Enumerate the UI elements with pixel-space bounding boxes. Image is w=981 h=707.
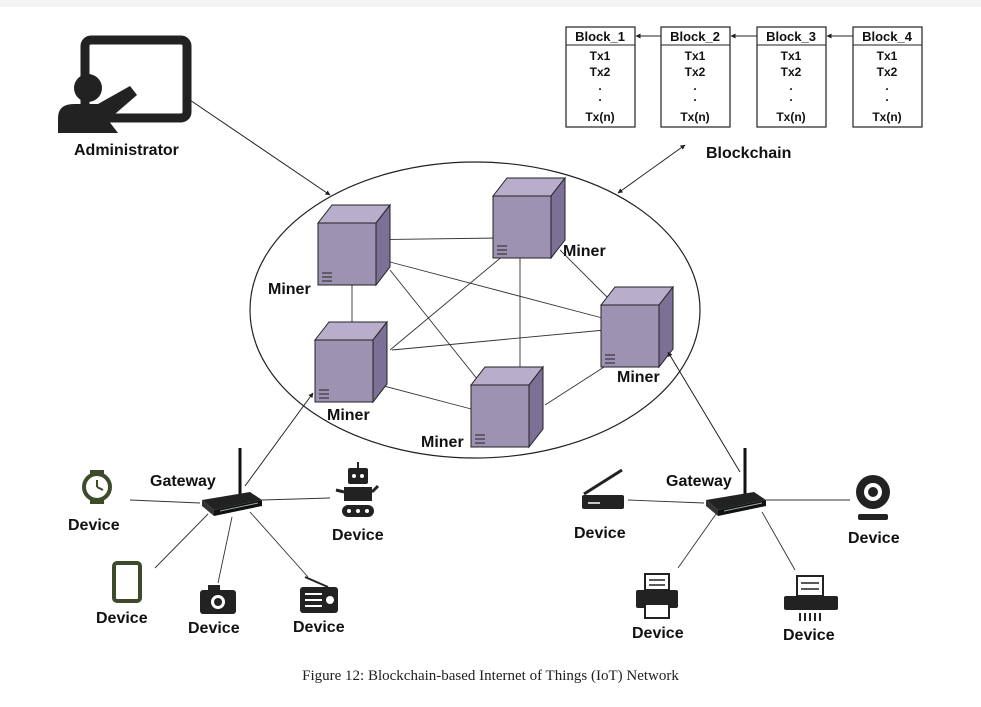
admin-network-link: [183, 95, 331, 196]
device-label-printer: Device: [632, 625, 684, 642]
block-tx: .: [885, 90, 888, 104]
device-label-camera: Device: [188, 620, 240, 637]
device-label-webcam: Device: [848, 530, 900, 547]
block-tx: .: [885, 79, 888, 93]
router-icon: [202, 448, 262, 516]
device-label-fax: Device: [783, 627, 835, 644]
miner-mesh-links: [351, 237, 616, 411]
block-tx: Tx(n): [776, 110, 805, 124]
block-tx: Tx1: [877, 49, 898, 63]
gateway-right-uplink: [667, 351, 741, 473]
block-title: Block_4: [862, 29, 913, 44]
radio-icon: [300, 576, 338, 613]
block-tx: Tx2: [877, 65, 898, 79]
printer-icon: [636, 573, 678, 619]
blockchain-label: Blockchain: [706, 145, 791, 162]
block-tx: Tx(n): [680, 110, 709, 124]
figure-caption: Figure 12: Blockchain-based Internet of …: [302, 668, 679, 684]
block-tx: Tx1: [685, 49, 706, 63]
miner-server-1: [316, 203, 392, 287]
block-4: Block_4 Tx1 Tx2 . . Tx(n): [852, 26, 923, 128]
block-title: Block_3: [766, 29, 816, 44]
scanner-icon: [582, 468, 624, 509]
miner-label-4: Miner: [327, 407, 370, 424]
block-tx: Tx2: [781, 65, 802, 79]
gateway-left-uplink: [244, 392, 314, 487]
block-tx: .: [693, 90, 696, 104]
device-label-scanner: Device: [574, 525, 626, 542]
block-tx: .: [598, 79, 601, 93]
miner-label-5: Miner: [421, 434, 464, 451]
device-label-phone: Device: [96, 610, 148, 627]
block-tx: .: [789, 90, 792, 104]
gateway-left-links: [129, 497, 331, 584]
block-2: Block_2 Tx1 Tx2 . . Tx(n): [660, 26, 731, 128]
block-tx: Tx2: [685, 65, 706, 79]
camera-icon: [200, 585, 236, 614]
device-label-radio: Device: [293, 619, 345, 636]
block-tx: Tx2: [590, 65, 611, 79]
watch-icon: [82, 470, 112, 504]
block-tx: .: [598, 90, 601, 104]
presenter-board-icon: [58, 35, 192, 133]
blockchain-network-link: [617, 144, 686, 194]
miner-server-2: [491, 176, 567, 260]
miner-server-4: [313, 320, 389, 404]
fax-icon: [784, 575, 838, 621]
robot-icon: [335, 462, 380, 517]
administrator-label: Administrator: [74, 142, 179, 159]
block-tx: .: [693, 79, 696, 93]
miner-server-3: [599, 285, 675, 369]
block-tx: Tx(n): [585, 110, 614, 124]
block-tx: .: [789, 79, 792, 93]
block-1: Block_1 Tx1 Tx2 . . Tx(n): [565, 26, 636, 128]
miner-label-3: Miner: [617, 369, 660, 386]
miner-label-1: Miner: [268, 281, 311, 298]
device-label-watch: Device: [68, 517, 120, 534]
miner-server-5: [469, 365, 545, 449]
webcam-icon: [856, 475, 890, 520]
block-title: Block_1: [575, 29, 625, 44]
miner-label-2: Miner: [563, 243, 606, 260]
block-tx: Tx1: [781, 49, 802, 63]
block-3: Block_3 Tx1 Tx2 . . Tx(n): [756, 26, 827, 128]
top-bar: [0, 0, 981, 7]
gateway-label-left: Gateway: [150, 473, 216, 490]
miner-network-ellipse: [249, 161, 701, 459]
device-label-robot: Device: [332, 527, 384, 544]
block-tx: Tx(n): [872, 110, 901, 124]
block-tx: Tx1: [590, 49, 611, 63]
smartphone-icon: [112, 561, 142, 603]
router-icon: [706, 448, 766, 516]
gateway-label-right: Gateway: [666, 473, 732, 490]
blockchain-blocks: Block_1 Tx1 Tx2 . . Tx(n) Block_2 Tx1 Tx…: [565, 26, 923, 128]
gateway-right-links: [627, 499, 850, 571]
block-title: Block_2: [670, 29, 720, 44]
